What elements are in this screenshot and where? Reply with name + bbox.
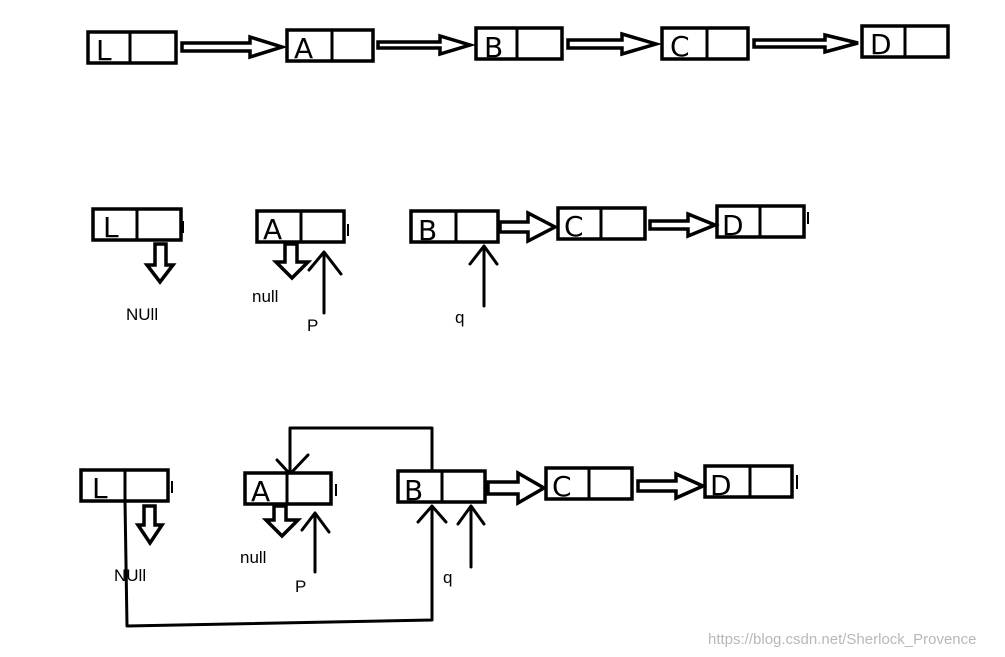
row1-node-l: L — [86, 30, 178, 67]
row2-node-c-label: C — [564, 210, 584, 243]
row1-node-a: A — [285, 28, 375, 65]
watermark: https://blog.csdn.net/Sherlock_Provence — [708, 631, 977, 648]
row3-node-c-label: C — [552, 470, 572, 503]
row2-node-l: L — [91, 207, 183, 244]
row1: L A B C D — [86, 24, 950, 67]
row2-pointer-p — [307, 250, 343, 315]
row3-pointer-q — [456, 504, 486, 569]
row3: L A B C D NUll null P q — [79, 426, 798, 628]
row3-label-p: P — [295, 577, 306, 596]
row1-node-d-label: D — [870, 28, 892, 61]
row3-arrow-a-null — [261, 504, 303, 539]
row1-node-c-label: C — [670, 30, 690, 63]
row3-arrow-c-d — [636, 471, 708, 501]
row2-label-l-null: NUll — [126, 305, 158, 324]
row2-label-a-null: null — [252, 287, 278, 306]
row2-node-a-label: A — [263, 213, 282, 246]
row1-node-c: C — [660, 26, 750, 63]
row2-node-b-label: B — [418, 214, 437, 247]
row3-node-d-label: D — [710, 469, 732, 502]
row2-node-a: A — [255, 209, 346, 246]
row3-label-l-null: NUll — [114, 566, 146, 585]
row3-node-a: A — [243, 471, 333, 508]
row1-node-l-label: L — [96, 34, 112, 67]
row2-node-c: C — [556, 206, 647, 243]
row2-node-l-label: L — [103, 211, 119, 244]
row1-node-b: B — [474, 26, 564, 64]
row1-node-d: D — [860, 24, 950, 61]
row2-arrow-b-c — [498, 210, 559, 244]
row1-node-b-label: B — [484, 31, 503, 64]
row3-pointer-p — [300, 511, 331, 574]
row3-node-l-label: L — [92, 472, 108, 505]
row2-node-d: D — [715, 204, 806, 242]
row3-label-a-null: null — [240, 548, 266, 567]
row2: L A B C D NUll null P q — [91, 204, 809, 335]
row2-pointer-q — [468, 244, 499, 308]
row3-node-d: D — [703, 464, 794, 502]
row2-arrow-c-d — [648, 211, 720, 239]
row3-label-q: q — [443, 568, 452, 587]
row1-arrow-b-c — [566, 31, 663, 57]
row3-arrow-l-null — [134, 504, 166, 547]
row3-node-l: L — [79, 468, 170, 505]
row2-node-b: B — [409, 209, 500, 247]
row2-label-p: P — [307, 316, 318, 335]
row3-node-a-label: A — [251, 475, 270, 508]
row1-arrow-c-d — [752, 32, 859, 55]
row1-arrow-a-b — [376, 33, 477, 57]
row1-arrow-l-a — [180, 34, 288, 60]
row2-arrow-l-null — [143, 242, 177, 285]
row2-arrow-a-null — [271, 242, 313, 281]
row3-node-c: C — [544, 466, 634, 503]
row3-node-b: B — [396, 469, 487, 507]
row2-label-q: q — [455, 308, 464, 327]
row3-link-l-to-b — [123, 499, 448, 628]
row3-link-b-to-a — [275, 426, 434, 476]
row3-node-b-label: B — [404, 474, 423, 507]
row2-node-d-label: D — [722, 209, 744, 242]
row1-node-a-label: A — [294, 32, 313, 65]
row3-arrow-b-c — [486, 469, 548, 507]
